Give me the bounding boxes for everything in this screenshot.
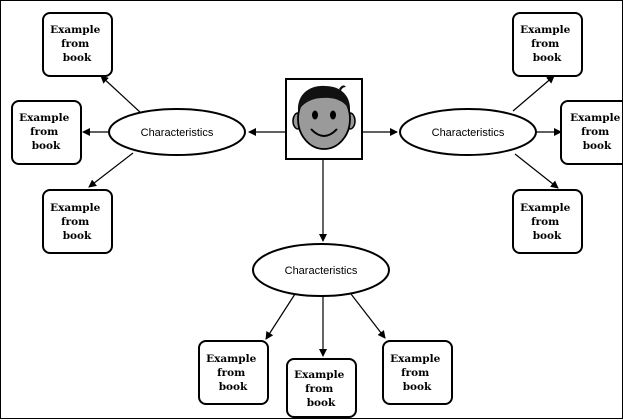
arrow-right-to-bottom-example xyxy=(514,153,559,189)
example-box-text: Example from book xyxy=(520,24,574,64)
example-box-bottom-right: Example from book xyxy=(382,340,453,405)
characteristics-left: Characteristics xyxy=(108,108,246,156)
example-box-right-middle: Example from book xyxy=(560,100,623,165)
example-box-left-top: Example from book xyxy=(42,12,113,77)
arrow-bottom-to-right-example xyxy=(350,293,386,339)
example-box-text: Example from book xyxy=(206,353,260,393)
arrow-left-to-top-example xyxy=(100,75,142,114)
example-box-bottom-middle: Example from book xyxy=(286,358,357,418)
characteristics-bottom: Characteristics xyxy=(252,243,390,297)
example-box-text: Example from book xyxy=(50,24,104,64)
example-box-text: Example from book xyxy=(390,353,444,393)
example-box-right-top: Example from book xyxy=(512,12,583,77)
example-box-text: Example from book xyxy=(570,112,623,152)
characteristics-right: Characteristics xyxy=(399,108,537,156)
example-box-bottom-left: Example from book xyxy=(198,340,269,405)
characteristics-bottom-label: Characteristics xyxy=(285,265,358,277)
example-box-left-middle: Example from book xyxy=(11,100,82,165)
example-box-left-bottom: Example from book xyxy=(42,189,113,254)
example-box-text: Example from book xyxy=(520,202,574,242)
example-box-text: Example from book xyxy=(50,202,104,242)
arrow-left-to-bottom-example xyxy=(88,152,134,188)
arrow-bottom-to-left-example xyxy=(265,293,296,340)
characteristics-left-label: Characteristics xyxy=(141,127,214,139)
face-icon xyxy=(292,85,356,150)
example-box-text: Example from book xyxy=(294,369,348,409)
example-box-text: Example from book xyxy=(19,112,73,152)
characteristics-right-label: Characteristics xyxy=(432,127,505,139)
arrow-right-to-top-example xyxy=(512,75,555,112)
center-face-box xyxy=(285,78,363,160)
example-box-right-bottom: Example from book xyxy=(512,189,583,254)
